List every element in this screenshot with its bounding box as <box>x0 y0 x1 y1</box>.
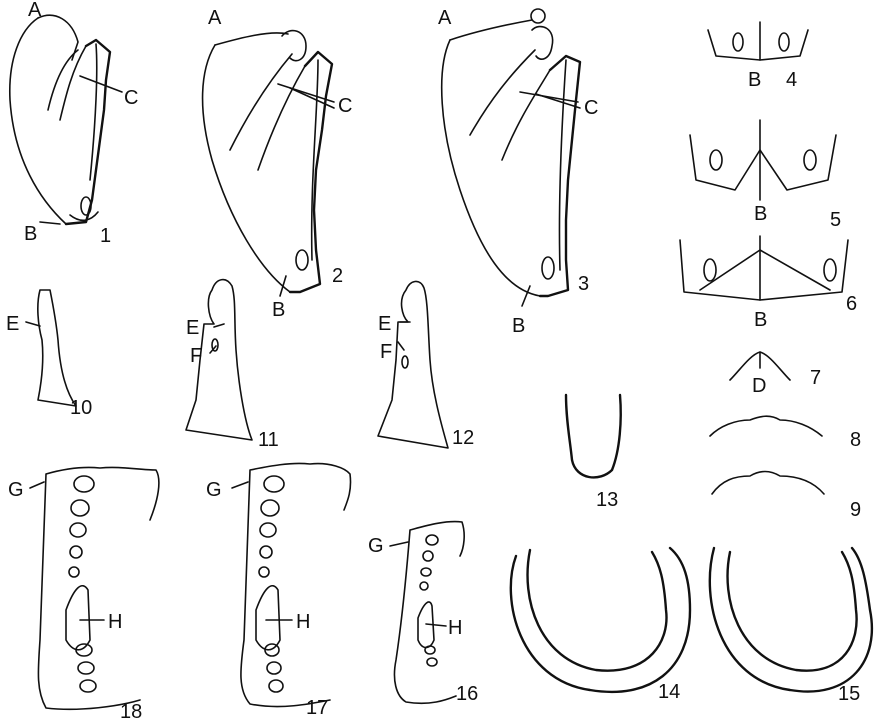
figure-number-18: 18 <box>120 701 142 722</box>
figure-12-bone <box>378 281 448 448</box>
label-b-fig5: B <box>754 203 767 225</box>
figure-number-5: 5 <box>830 209 841 231</box>
figure-10-bone <box>38 290 76 406</box>
figure-14-ring <box>511 548 690 692</box>
figure-number-3: 3 <box>578 273 589 295</box>
figure-1-scapula <box>10 15 110 224</box>
figure-number-12: 12 <box>452 427 474 449</box>
label-e-fig10: E <box>6 313 19 335</box>
label-f-fig11: F <box>190 345 202 367</box>
figure-9-arch <box>712 472 824 495</box>
figure-5-outline <box>690 120 836 200</box>
figure-number-4: 4 <box>786 69 797 91</box>
label-e-fig12: E <box>378 313 391 335</box>
figure-number-7: 7 <box>810 367 821 389</box>
figure-2-scapula <box>203 31 332 292</box>
label-a-fig1: A <box>28 0 42 21</box>
figure-16-bone <box>394 522 464 704</box>
label-c-fig2: C <box>338 95 352 117</box>
figure-number-8: 8 <box>850 429 861 451</box>
label-b-fig2: B <box>272 299 285 321</box>
label-h-fig18: H <box>108 611 122 633</box>
figure-number-6: 6 <box>846 293 857 315</box>
figure-15-ring <box>710 548 872 692</box>
label-g-fig17: G <box>206 479 222 501</box>
figure-number-15: 15 <box>838 683 860 705</box>
figure-17-bone <box>241 463 351 706</box>
figure-number-13: 13 <box>596 489 618 511</box>
figure-18-bone <box>38 467 159 709</box>
figure-number-10: 10 <box>70 397 92 419</box>
figure-number-16: 16 <box>456 683 478 705</box>
figure-13-clavicle <box>566 395 621 477</box>
figure-number-1: 1 <box>100 225 111 247</box>
figure-number-9: 9 <box>850 499 861 521</box>
label-b-fig1: B <box>24 223 37 245</box>
figure-6-outline <box>680 236 848 300</box>
figure-number-14: 14 <box>658 681 680 703</box>
label-c-fig3: C <box>584 97 598 119</box>
figure-number-2: 2 <box>332 265 343 287</box>
label-b-fig6: B <box>754 309 767 331</box>
figure-number-11: 11 <box>258 429 279 451</box>
label-c-fig1: C <box>124 87 138 109</box>
label-e-fig11: E <box>186 317 199 339</box>
label-h-fig16: H <box>448 617 462 639</box>
figure-8-arch <box>710 416 822 436</box>
label-a-fig3: A <box>438 7 452 29</box>
label-g-fig16: G <box>368 535 384 557</box>
label-b-fig3: B <box>512 315 525 337</box>
leader-lines <box>26 76 580 626</box>
label-b-fig4: B <box>748 69 761 91</box>
label-g-fig18: G <box>8 479 24 501</box>
label-h-fig17: H <box>296 611 310 633</box>
label-a-fig2: A <box>208 7 222 29</box>
figure-number-17: 17 <box>306 697 328 719</box>
label-d-fig7: D <box>752 375 766 397</box>
figure-3-scapula <box>442 9 580 296</box>
label-f-fig12: F <box>380 341 392 363</box>
figure-4-outline <box>708 22 808 60</box>
